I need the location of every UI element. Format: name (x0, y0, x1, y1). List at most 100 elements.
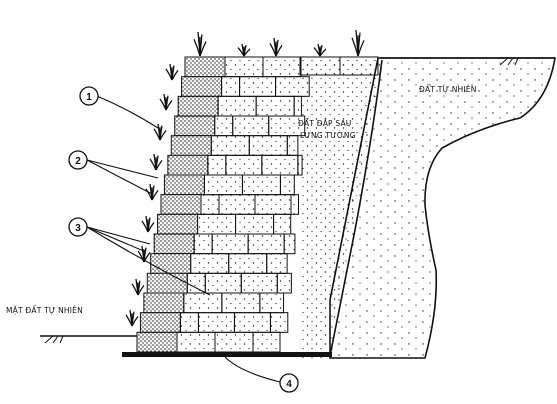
plant-top (269, 37, 283, 57)
plant-face (149, 153, 163, 171)
plant-top (351, 29, 365, 57)
plant-face (141, 215, 155, 233)
wall-block (255, 95, 295, 117)
plant-face (165, 63, 179, 81)
wall-face-block (174, 115, 216, 137)
wall-block (240, 272, 278, 294)
wall-face-block (170, 135, 212, 156)
callout-4-number: 4 (286, 379, 292, 390)
backfill-boundary (329, 59, 383, 357)
wall-block (286, 135, 299, 156)
wall-block (176, 331, 216, 353)
wall-block (214, 115, 234, 137)
leader-3c (86, 226, 211, 296)
wall-block (183, 292, 223, 314)
wall-block (248, 135, 288, 156)
wall-block (247, 233, 285, 255)
wall-block (235, 213, 275, 235)
ground-hatch-right (499, 57, 519, 66)
plant-face (125, 309, 139, 327)
wall-block (200, 194, 220, 215)
callout-4: 4 (279, 373, 299, 393)
wall-face-block (153, 233, 195, 255)
leader-1 (96, 95, 159, 129)
wall-block (204, 272, 242, 294)
wall-block (197, 312, 235, 333)
wall-face-block (150, 253, 192, 274)
wall-block (203, 174, 243, 196)
plant-top (193, 31, 207, 57)
wall-face-block (139, 312, 181, 333)
wall-block (218, 194, 256, 215)
wall-block (261, 154, 299, 176)
plant-top (313, 43, 327, 57)
wall-block (225, 154, 263, 176)
wall-face-block (136, 331, 178, 353)
wall-face-block (177, 95, 219, 117)
wall-block (211, 233, 249, 255)
callout-3: 3 (68, 217, 88, 237)
wall-cap-block (299, 56, 379, 76)
wall-block (197, 213, 237, 235)
segmental-wall (136, 56, 379, 353)
leader-lines (86, 95, 281, 383)
wall-face-block (184, 56, 226, 78)
wall-block (279, 174, 295, 196)
wall-block (232, 115, 270, 137)
label-backfill-line1: ĐẤT ĐẮP SAU (298, 118, 351, 128)
wall-block (266, 253, 288, 274)
wall-block (224, 56, 264, 78)
wall-block (276, 272, 292, 294)
wall-block (217, 95, 257, 117)
wall-block (241, 174, 281, 196)
wall-block (210, 135, 250, 156)
natural-soil-region (329, 57, 556, 359)
callout-1: 1 (79, 86, 99, 106)
wall-block (179, 312, 199, 333)
wall-block (262, 56, 302, 78)
wall-block (293, 95, 302, 117)
wall-block (269, 312, 289, 333)
wall-block (186, 272, 206, 294)
wall-block (214, 331, 254, 353)
label-backfill-line2: LƯNG TƯỜNG (300, 131, 356, 140)
leader-2b (86, 159, 153, 195)
wall-block (233, 312, 271, 333)
plant-face (137, 245, 151, 263)
plant-face (153, 123, 167, 141)
wall-face-block (160, 194, 202, 215)
ground-hatch (44, 335, 64, 344)
callout-2-number: 2 (75, 156, 81, 167)
leader-3b (86, 226, 147, 253)
wall-block (207, 154, 227, 176)
wall-face-block (157, 213, 199, 235)
plant-face (159, 93, 173, 111)
plant-top (237, 43, 251, 57)
callout-2: 2 (68, 150, 88, 170)
wall-block (275, 76, 310, 97)
wall-block (290, 194, 299, 215)
wall-block (254, 194, 292, 215)
wall-block (221, 76, 241, 97)
wall-face-block (167, 154, 209, 176)
wall-block (239, 76, 277, 97)
foundation-slab (122, 352, 332, 357)
wall-block (193, 233, 213, 255)
leader-2a (86, 159, 159, 179)
callout-3-number: 3 (75, 223, 81, 234)
wall-block (252, 331, 281, 353)
label-natural-soil: ĐẤT TỰ NHIÊN (419, 84, 477, 94)
label-ground-surface: MẶT ĐẤT TỰ NHIÊN (6, 305, 83, 315)
plant-face (131, 278, 145, 296)
wall-block (221, 292, 261, 314)
wall-block (228, 253, 268, 274)
wall-block (259, 292, 285, 314)
callout-1-number: 1 (86, 92, 92, 103)
wall-block (190, 253, 230, 274)
wall-face-block (146, 272, 188, 294)
leader-4 (224, 356, 281, 383)
wall-block (283, 233, 296, 255)
wall-face-block (143, 292, 185, 314)
